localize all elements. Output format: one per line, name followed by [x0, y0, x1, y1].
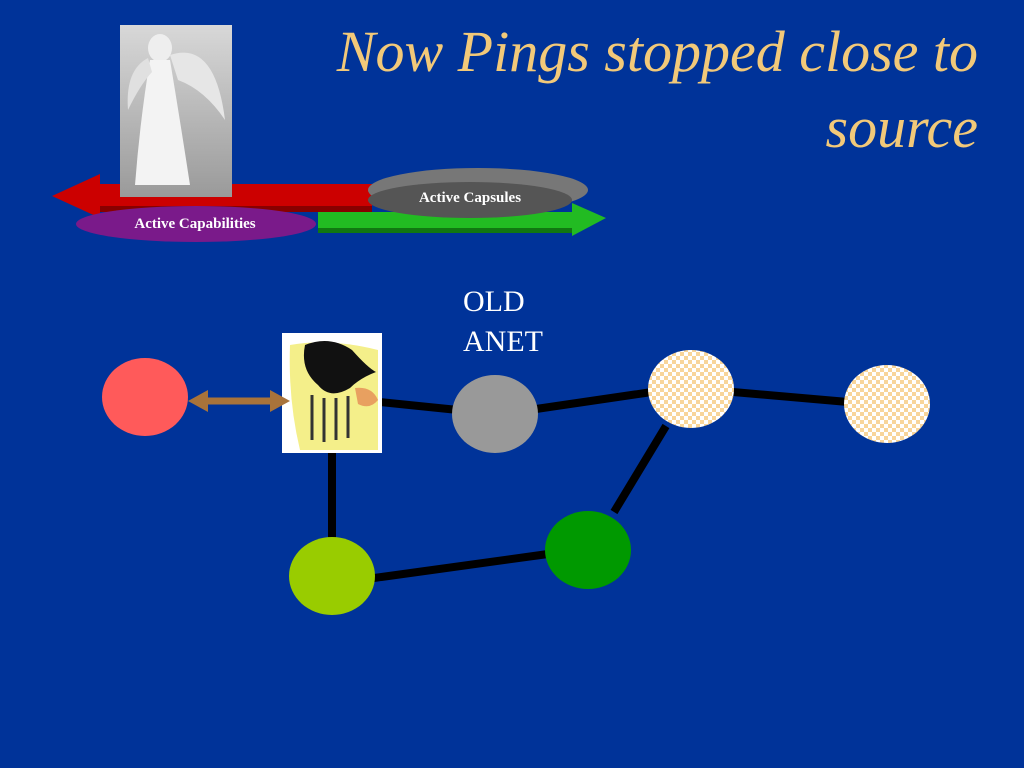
active-capabilities-label: Active Capabilities — [134, 216, 256, 232]
lime-node — [289, 537, 375, 615]
link-lime-green — [373, 550, 549, 582]
active-capabilities-shape — [76, 206, 316, 242]
gray-node — [452, 375, 538, 453]
ping-arrow — [188, 390, 290, 412]
green-node — [545, 511, 631, 589]
old-anet-label: OLD ANET — [463, 282, 543, 362]
checker-node-2 — [844, 365, 930, 443]
checker-node-1 — [648, 350, 734, 428]
angel-statue-image — [120, 25, 232, 197]
title-line-1: Now Pings stopped close to — [336, 19, 978, 84]
link-green-checker1 — [610, 423, 670, 515]
red-node — [102, 358, 188, 436]
source-cartoon-image — [282, 333, 382, 453]
active-capsules-shape — [368, 168, 588, 218]
active-capsules-label: Active Capsules — [418, 190, 522, 206]
title-line-2: source — [825, 95, 978, 160]
network-links — [328, 388, 849, 582]
link-source-gray — [379, 398, 459, 414]
link-checker1-checker2 — [732, 388, 849, 406]
slide-title: Now Pings stopped close to source — [218, 14, 978, 166]
capsules-arrow — [318, 203, 606, 236]
old-anet-line-2: ANET — [463, 325, 543, 358]
old-anet-line-1: OLD — [463, 285, 525, 318]
link-gray-checker1 — [535, 388, 653, 413]
